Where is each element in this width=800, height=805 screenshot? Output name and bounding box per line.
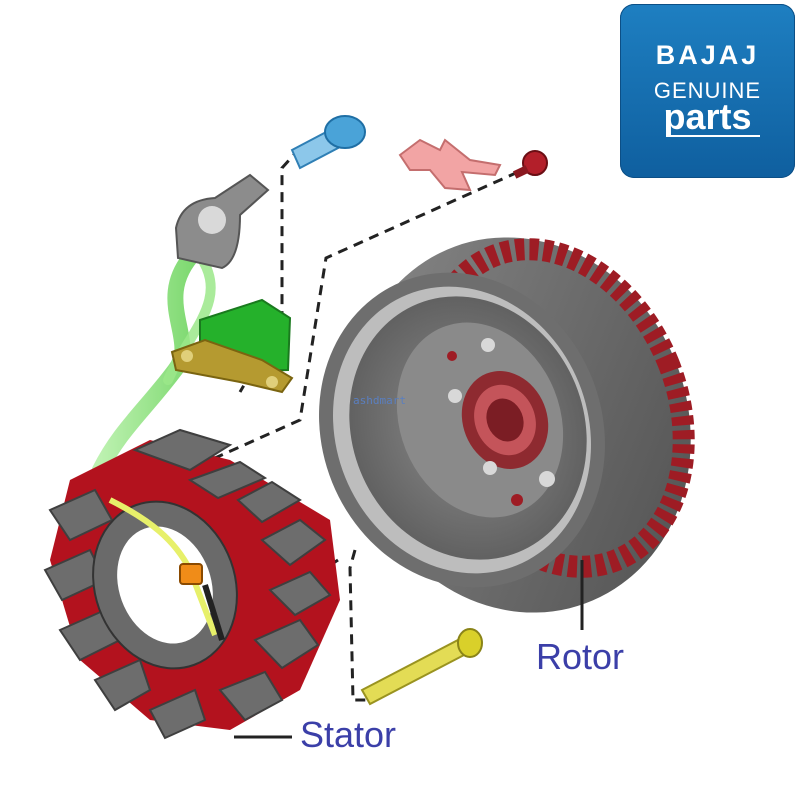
rotor-hub bbox=[461, 371, 549, 469]
stator-connector bbox=[179, 563, 203, 585]
badge-genuine: GENUINE bbox=[653, 78, 762, 103]
watermark: ashdmart bbox=[353, 394, 406, 407]
pickup-coil bbox=[170, 298, 294, 394]
guide-line-yellow-bolt bbox=[348, 549, 372, 702]
bolt-yellow bbox=[360, 628, 483, 706]
spark-plug-cap bbox=[174, 173, 270, 270]
bracket-pink bbox=[398, 138, 502, 192]
badge-underline bbox=[666, 135, 760, 137]
stator-label: Stator bbox=[300, 714, 397, 755]
guide-line-blue-bolt bbox=[238, 146, 302, 393]
rotor-label: Rotor bbox=[536, 636, 625, 677]
badge-parts: parts bbox=[663, 96, 752, 137]
bolt-small-red bbox=[512, 150, 548, 179]
rotor bbox=[319, 237, 695, 630]
stator bbox=[43, 428, 340, 740]
bolt-blue bbox=[290, 115, 366, 170]
guide-line-red-bolt bbox=[214, 170, 519, 460]
bajaj-genuine-parts-logo: BAJAJ GENUINE parts bbox=[620, 4, 795, 178]
badge-brand: BAJAJ bbox=[655, 40, 760, 70]
